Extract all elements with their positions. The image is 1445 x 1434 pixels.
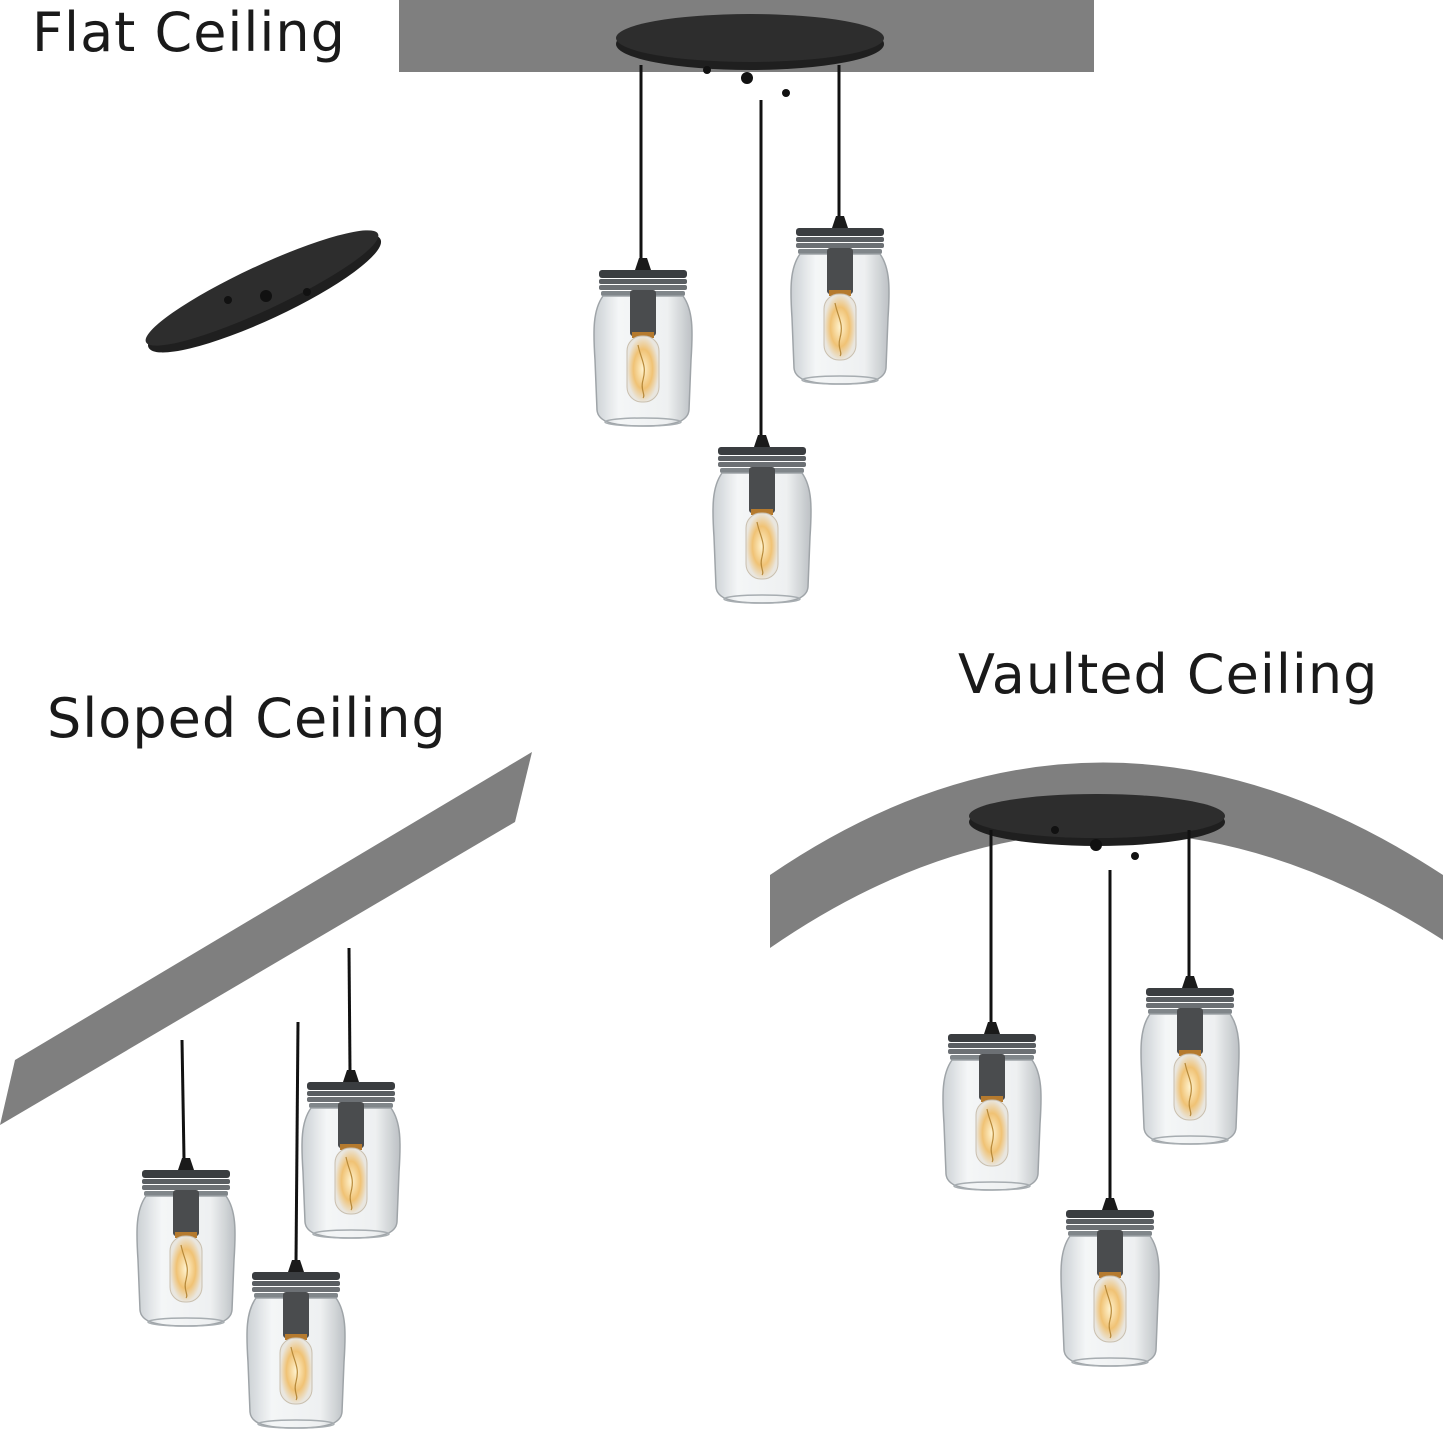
cord	[180, 1039, 186, 1159]
mason-jar-pendant	[593, 257, 693, 427]
cord	[347, 947, 352, 1073]
mason-jar-pendant	[942, 1021, 1042, 1191]
flat-ceiling-fixture	[593, 14, 890, 604]
mason-jar-pendant	[136, 1157, 236, 1327]
sloped-ceiling-label: Sloped Ceiling	[47, 687, 447, 750]
mason-jar-pendant	[246, 1259, 346, 1429]
sloped-ceiling-slab	[0, 752, 532, 1125]
vaulted-ceiling-label: Vaulted Ceiling	[958, 643, 1379, 706]
flat-ceiling-label: Flat Ceiling	[32, 1, 346, 64]
mason-jar-pendant	[1060, 1197, 1160, 1367]
mason-jar-pendant	[1140, 975, 1240, 1145]
sloped-ceiling-fixture	[136, 230, 401, 1429]
mason-jar-pendant	[301, 1069, 401, 1239]
vaulted-ceiling-slab	[770, 762, 1443, 948]
mason-jar-pendant	[712, 434, 812, 604]
cord	[294, 1021, 300, 1263]
mason-jar-pendant	[790, 215, 890, 385]
vaulted-ceiling-fixture	[942, 794, 1240, 1367]
